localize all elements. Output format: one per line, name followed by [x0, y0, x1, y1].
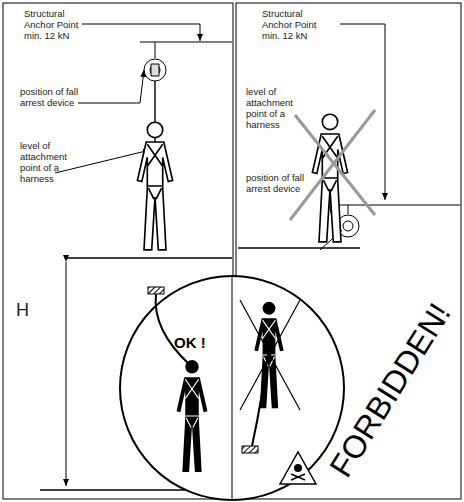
callout-text: OK !	[174, 334, 222, 351]
callout-text: level of attachment point of a harness	[20, 140, 86, 184]
dimension-label: H	[16, 300, 40, 320]
callout-text: Structural Anchor Point min. 12 kN	[24, 8, 88, 41]
callout-text: position of fall arrest device	[246, 172, 310, 194]
callout-text: Structural Anchor Point min. 12 kN	[262, 8, 334, 41]
callout-text: level of attachment point of a harness	[246, 86, 304, 130]
callout-text: position of fall arrest device	[20, 86, 84, 108]
